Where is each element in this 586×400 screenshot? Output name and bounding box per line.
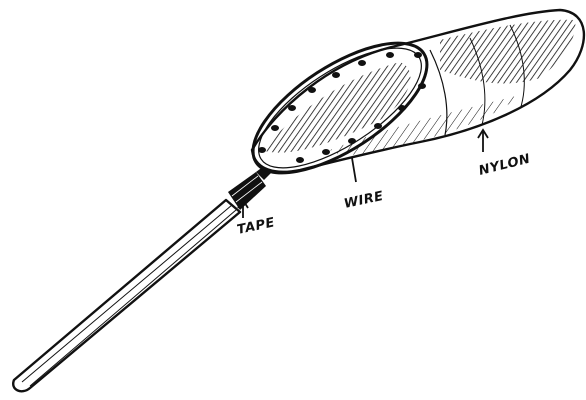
label-tape: TAPE: [236, 215, 277, 238]
callout-nylon: NYLON: [477, 130, 532, 179]
handle: [13, 200, 240, 391]
callout-wire: WIRE: [343, 158, 385, 212]
label-wire: WIRE: [343, 189, 385, 212]
label-nylon: NYLON: [477, 152, 532, 179]
